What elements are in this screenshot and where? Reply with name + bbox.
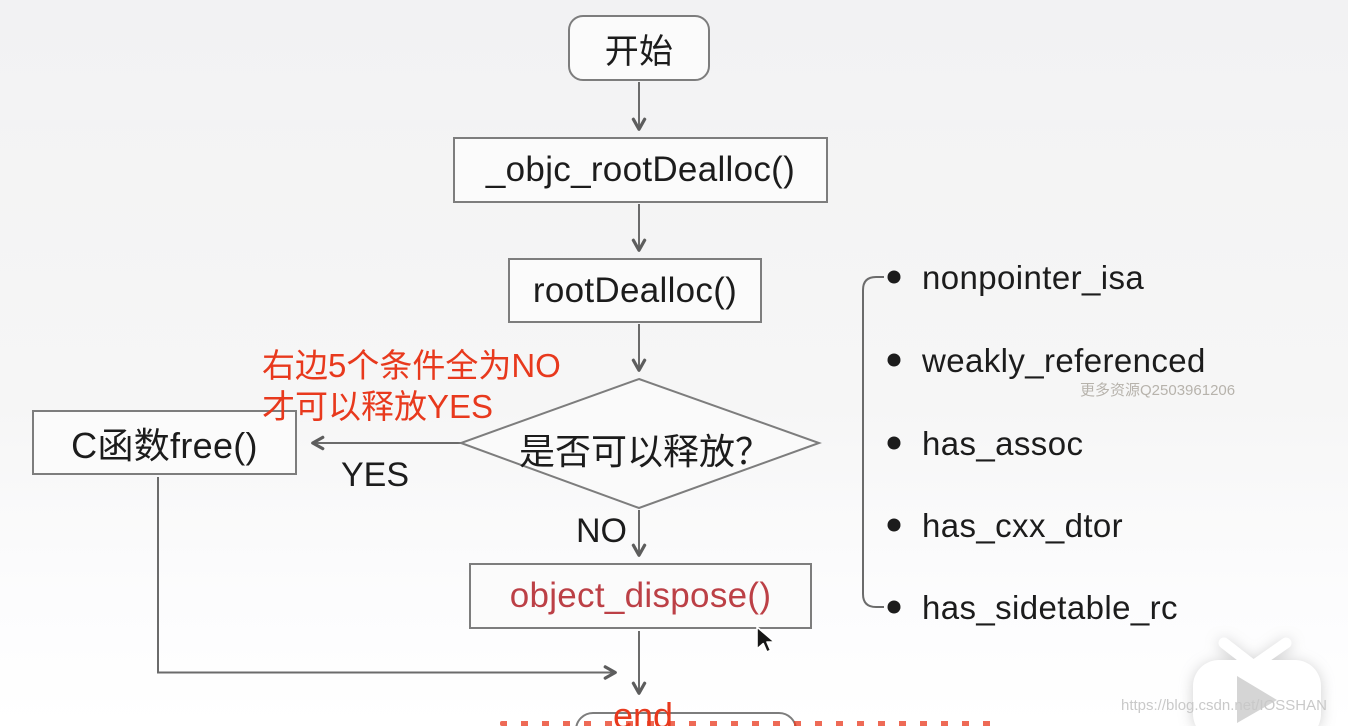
conditions-bracket [862, 276, 884, 608]
bullet-icon [887, 600, 901, 614]
bullet-icon [887, 270, 901, 284]
yes-edge-label: YES [341, 456, 410, 494]
bullet-icon [887, 436, 901, 450]
resource-watermark: 更多资源Q2503961206 [1080, 382, 1236, 399]
condition-item-has-assoc: has_assoc [922, 425, 1084, 462]
c-free-node: C函数free() [32, 410, 297, 475]
mouse-cursor-icon [756, 626, 776, 653]
object-dispose-node: object_dispose() [469, 563, 812, 629]
decision-diamond [458, 377, 822, 510]
bullet-icon [887, 353, 901, 367]
condition-item-weakly-referenced: weakly_referenced [922, 342, 1206, 379]
annotation-text: 右边5个条件全为NO 才可以释放YES [262, 345, 561, 427]
condition-item-has-sidetable-rc: has_sidetable_rc [922, 589, 1178, 626]
start-node: 开始 [568, 15, 710, 81]
end-label: end [612, 695, 674, 726]
annotation-line-1: 右边5个条件全为NO [262, 347, 561, 384]
blog-watermark: https://blog.csdn.net/IOSSHAN [1121, 697, 1327, 714]
play-button-icon[interactable] [1180, 630, 1348, 726]
condition-item-has-cxx-dtor: has_cxx_dtor [922, 507, 1124, 544]
play-triangle-icon [1237, 676, 1277, 723]
bullet-icon [887, 518, 901, 532]
decision-label: 是否可以释放？ [518, 431, 771, 472]
bullet-icons [887, 270, 901, 614]
cutoff-red-text-strip [500, 721, 995, 726]
rootdealloc-node: rootDealloc() [508, 258, 762, 323]
line-cfree-to-end [157, 477, 617, 680]
no-edge-label: NO [576, 512, 627, 550]
annotation-line-2: 才可以释放YES [262, 388, 494, 425]
condition-item-nonpointer-isa: nonpointer_isa [922, 259, 1145, 296]
objc-rootdealloc-node: _objc_rootDealloc() [453, 137, 828, 203]
